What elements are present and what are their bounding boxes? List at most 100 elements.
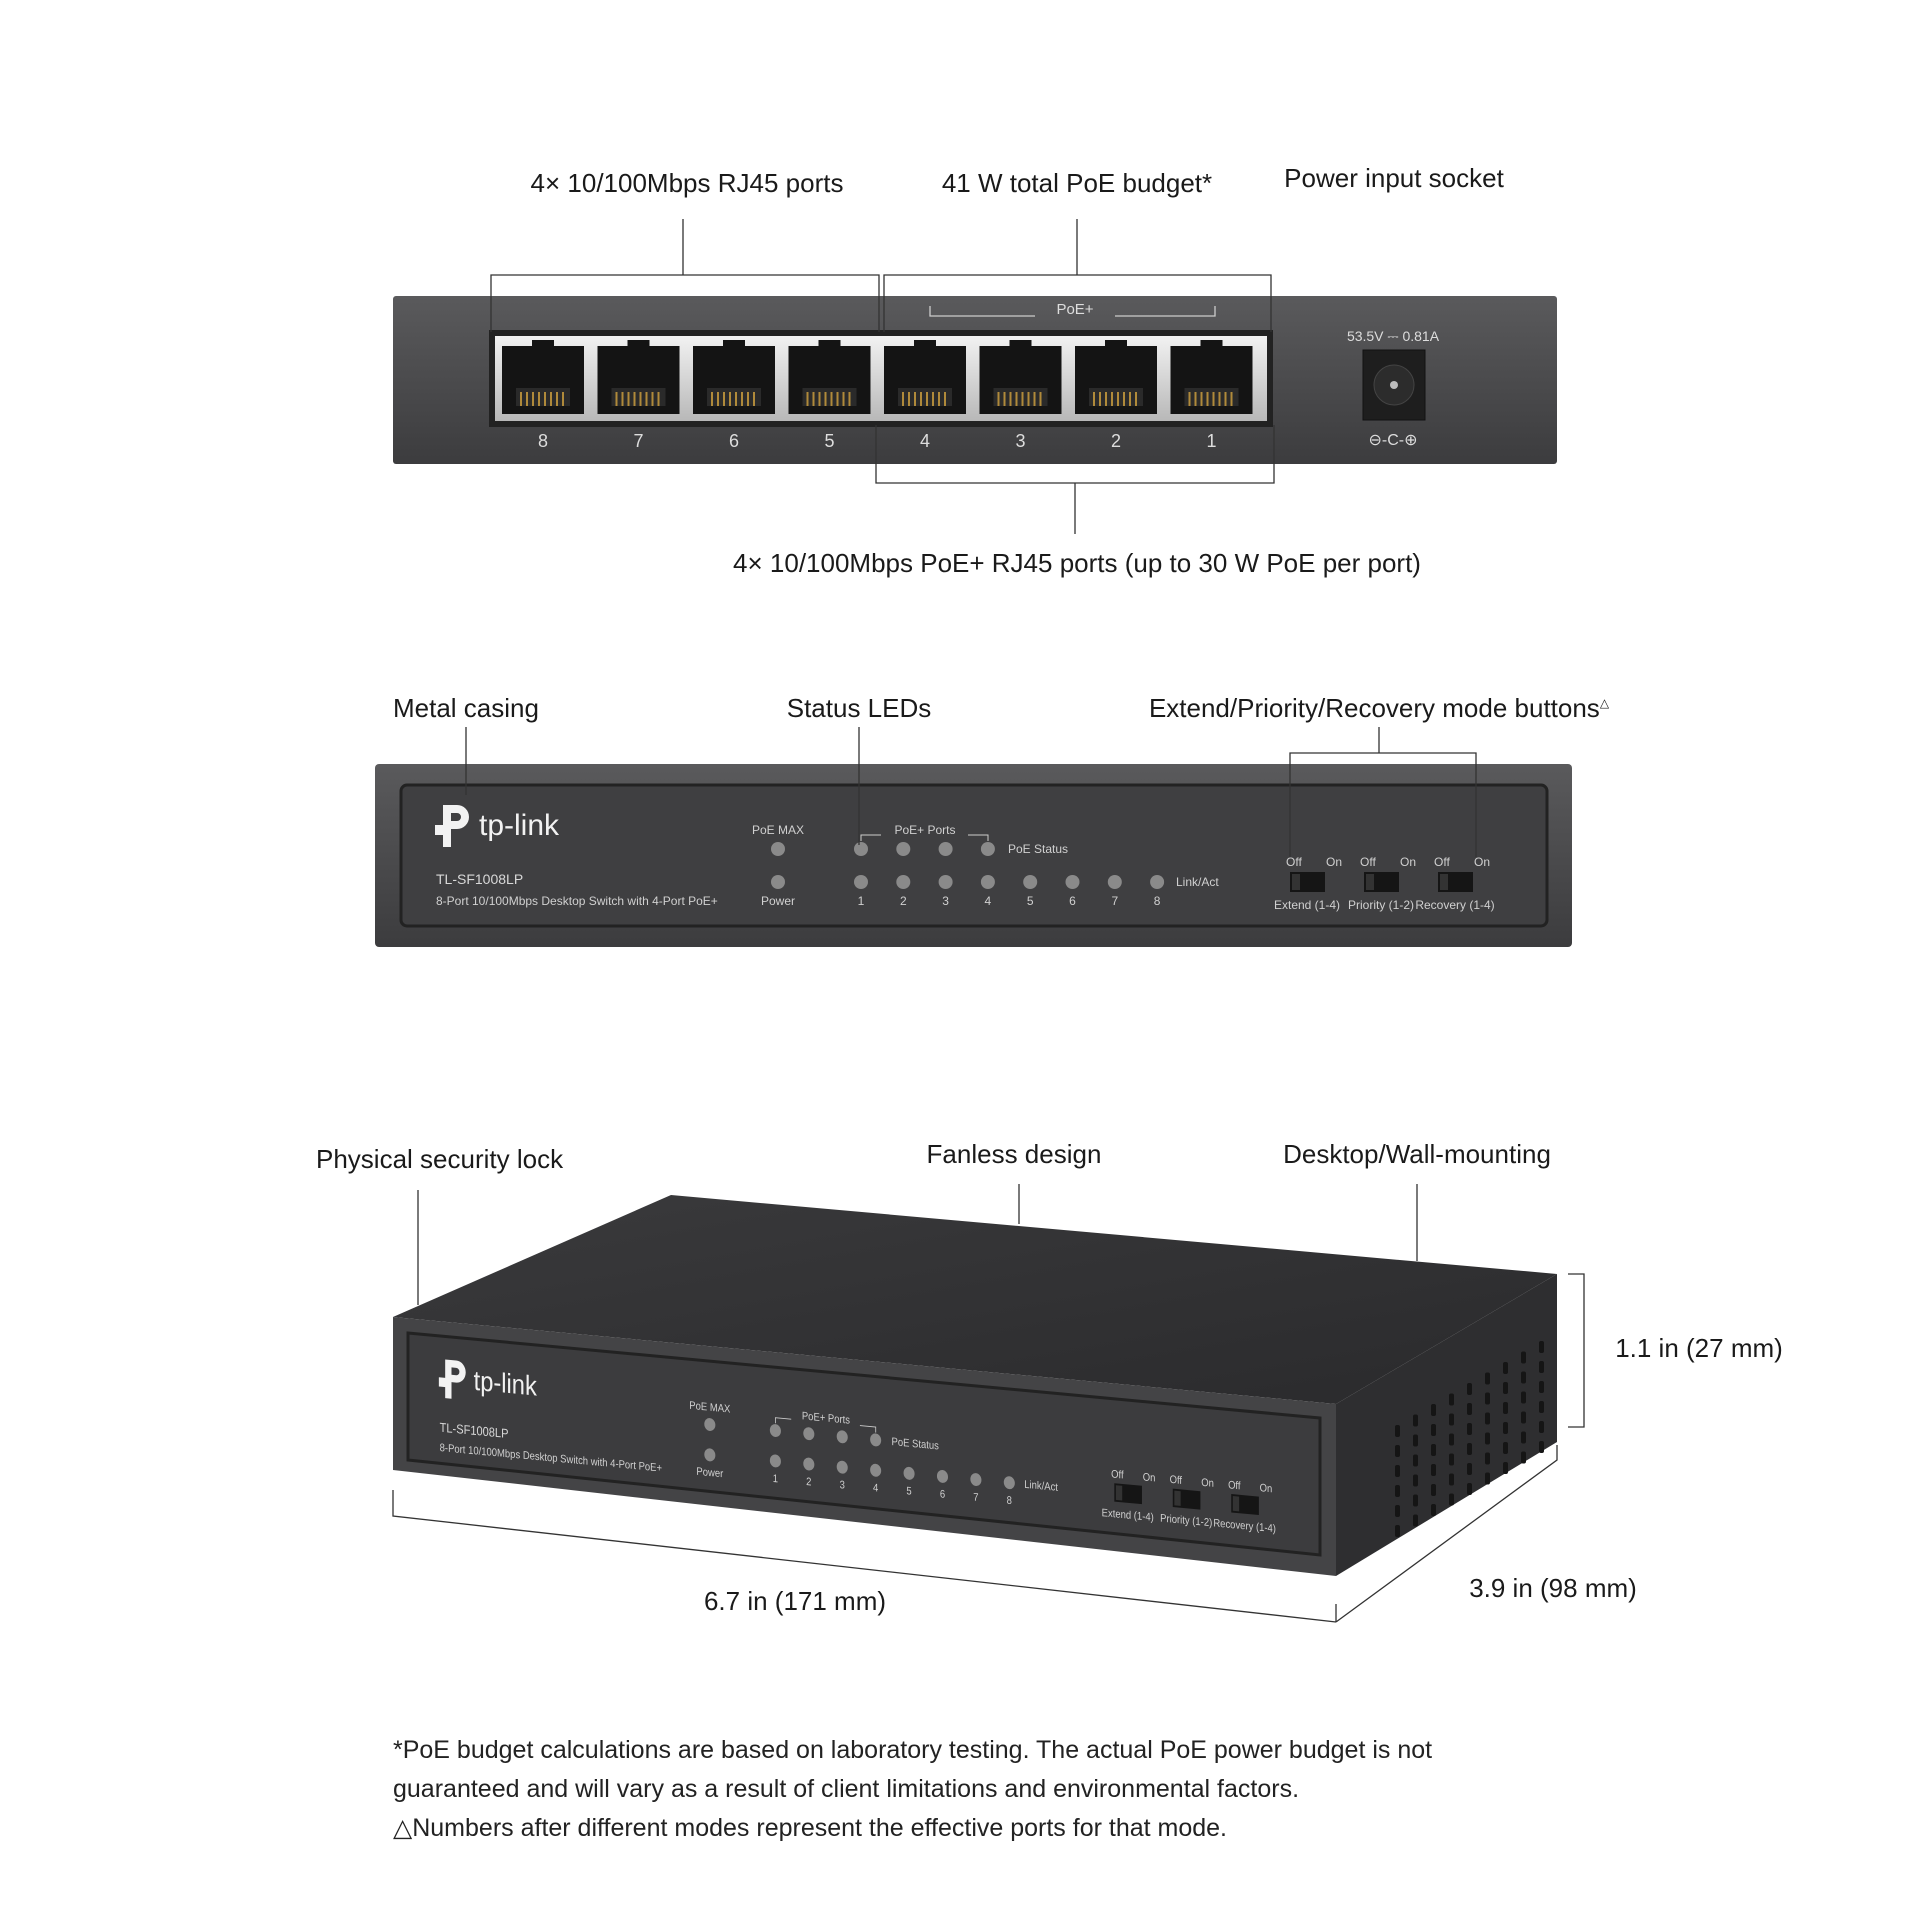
- port-number: 1: [1206, 431, 1216, 451]
- port-number: 8: [538, 431, 548, 451]
- link-led-6: [1065, 875, 1080, 889]
- poe-status-label: PoE Status: [892, 1436, 939, 1452]
- led-number: 5: [906, 1486, 912, 1498]
- switch-side: [1336, 1274, 1557, 1576]
- poe-max-led: [704, 1418, 716, 1431]
- switch-on-label: On: [1260, 1483, 1273, 1496]
- link-led-2: [803, 1457, 815, 1471]
- link-led-7: [970, 1473, 982, 1487]
- poe-status-led-4: [870, 1433, 882, 1447]
- led-number: 8: [1007, 1495, 1013, 1507]
- footnotes: *PoE budget calculations are based on la…: [393, 1736, 1432, 1842]
- rj45-port-2: [1075, 340, 1157, 414]
- poe-max-label: PoE MAX: [689, 1400, 730, 1416]
- switch-mode-label: Extend (1-4): [1102, 1508, 1154, 1525]
- poe-status-led-1: [854, 842, 868, 856]
- switch-mode-label: Recovery (1-4): [1213, 1518, 1276, 1536]
- led-number: 5: [1027, 894, 1034, 908]
- led-number: 3: [942, 894, 949, 908]
- switch-mode-label: Recovery (1-4): [1415, 898, 1494, 912]
- power-label: Power: [696, 1466, 723, 1480]
- port-number: 3: [1015, 431, 1025, 451]
- poe-ports-label: PoE+ Ports: [894, 823, 955, 837]
- footnote-1: *PoE budget calculations are based on la…: [393, 1736, 1432, 1764]
- switch-on-label: On: [1400, 855, 1416, 869]
- led-number: 2: [806, 1476, 812, 1488]
- link-led-1: [854, 875, 868, 889]
- link-led-5: [903, 1466, 915, 1480]
- label-poe-ports: 4× 10/100Mbps PoE+ RJ45 ports (up to 30 …: [733, 548, 1421, 578]
- poe-max-led: [771, 842, 785, 856]
- switch-off-label: Off: [1286, 855, 1302, 869]
- switch-off-label: Off: [1228, 1480, 1241, 1493]
- led-number: 8: [1154, 894, 1161, 908]
- led-number: 4: [873, 1483, 879, 1495]
- label-rj45-ports: 4× 10/100Mbps RJ45 ports: [531, 168, 844, 198]
- link-act-label: Link/Act: [1024, 1479, 1058, 1494]
- link-led-6: [936, 1470, 949, 1483]
- link-led-4: [980, 875, 995, 889]
- rj45-port-5: [788, 340, 871, 414]
- link-led-2: [896, 875, 911, 889]
- width-label: 6.7 in (171 mm): [704, 1586, 886, 1616]
- label-status-leds: Status LEDs: [787, 693, 932, 723]
- led-number: 7: [1111, 894, 1118, 908]
- poe-status-led-2: [803, 1427, 815, 1441]
- link-led-5: [1023, 875, 1038, 889]
- power-rating: 53.5V ⎓ 0.81A: [1347, 328, 1440, 344]
- depth-dimension: [1335, 1445, 1558, 1623]
- height-dimension: [1568, 1273, 1585, 1428]
- label-mode-buttons: Extend/Priority/Recovery mode buttons△: [1149, 693, 1610, 723]
- polarity-symbol: ⊖-C-⊕: [1368, 432, 1417, 449]
- led-number: 6: [1069, 894, 1076, 908]
- poe-status-led-3: [836, 1430, 848, 1444]
- label-power-socket: Power input socket: [1284, 163, 1504, 193]
- depth-label: 3.9 in (98 mm): [1469, 1573, 1637, 1603]
- model-name: TL-SF1008LP: [440, 1420, 509, 1441]
- label-security-lock: Physical security lock: [316, 1144, 564, 1174]
- model-name: TL-SF1008LP: [436, 871, 523, 887]
- led-number: 2: [900, 894, 907, 908]
- rear-view: 4× 10/100Mbps RJ45 ports 41 W total PoE …: [393, 163, 1557, 578]
- rj45-port-1: [1170, 340, 1253, 414]
- link-led-8: [1003, 1476, 1015, 1490]
- link-led-3: [938, 875, 953, 889]
- tp-link-logo: tp-link: [438, 1359, 537, 1402]
- footnote-3: △Numbers after different modes represent…: [393, 1814, 1227, 1842]
- link-led-1: [769, 1454, 781, 1468]
- led-number: 1: [773, 1473, 779, 1485]
- switch-top: [393, 1195, 1557, 1404]
- power-label: Power: [761, 894, 795, 908]
- front-view: Metal casing Status LEDs Extend/Priority…: [375, 693, 1610, 947]
- poe-status-led-3: [938, 842, 953, 856]
- led-number: 3: [840, 1480, 846, 1492]
- switch-off-label: Off: [1170, 1474, 1183, 1487]
- side-vents: [1395, 1341, 1544, 1537]
- power-led: [704, 1448, 716, 1462]
- port-number: 6: [729, 431, 739, 451]
- label-mounting: Desktop/Wall-mounting: [1283, 1139, 1551, 1169]
- switch-mode-label: Priority (1-2): [1348, 898, 1414, 912]
- poe-plus-label: PoE+: [1056, 301, 1093, 318]
- link-led-3: [836, 1460, 848, 1474]
- height-label: 1.1 in (27 mm): [1615, 1333, 1783, 1363]
- switch-on-label: On: [1474, 855, 1490, 869]
- poe-status-led-2: [896, 842, 911, 856]
- link-led-7: [1107, 875, 1122, 889]
- port-number: 7: [633, 431, 643, 451]
- power-led: [771, 875, 785, 889]
- label-poe-budget: 41 W total PoE budget*: [942, 168, 1212, 198]
- poe-status-led-1: [769, 1424, 781, 1438]
- rj45-port-8: [502, 340, 584, 414]
- port-number: 5: [824, 431, 834, 451]
- tp-link-logo: tp-link: [435, 805, 560, 847]
- width-dimension: [392, 1490, 1337, 1623]
